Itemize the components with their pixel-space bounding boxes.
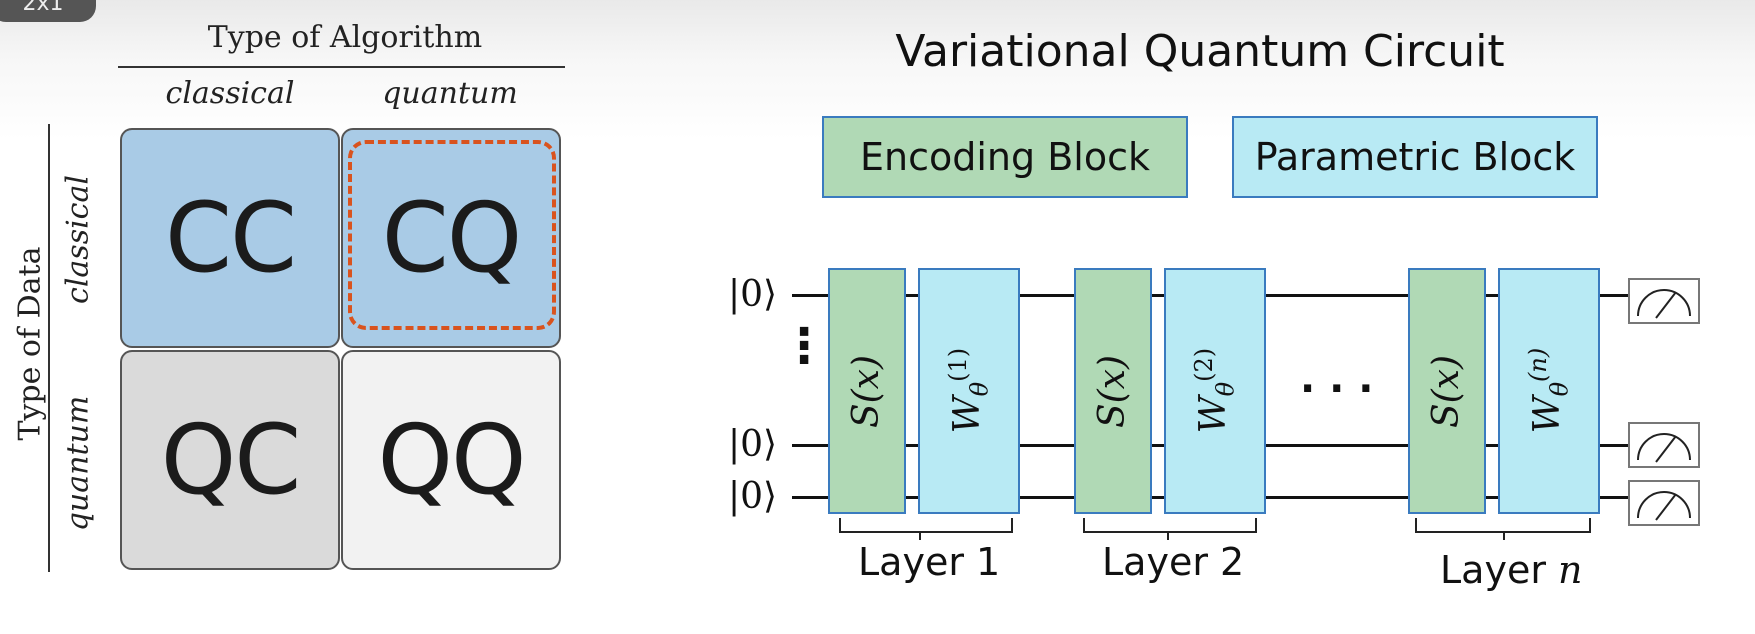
cell-qq: QQ: [341, 350, 561, 570]
cq-highlight-outline: [348, 140, 556, 330]
ket-zero-top: |0⟩: [728, 274, 778, 315]
layer-2-label: Layer 2: [1102, 540, 1245, 584]
circuit-title: Variational Quantum Circuit: [895, 26, 1505, 77]
meter-icon: [1637, 491, 1691, 521]
layer-2-brace: [1083, 518, 1257, 540]
parametric-gate-layer-n: Wθ(n): [1498, 268, 1600, 514]
cell-cc: CC: [120, 128, 340, 348]
measurement-meter-bottom: [1628, 480, 1700, 526]
encoding-gate-layer-n: S(x): [1408, 268, 1486, 514]
encoding-gate-layer-2: S(x): [1074, 268, 1152, 514]
cell-qc: QC: [120, 350, 340, 570]
encoding-gate-layer-1: S(x): [828, 268, 906, 514]
layer-n-label: Layer n: [1440, 548, 1583, 592]
layer-n-variable: n: [1558, 548, 1583, 592]
ket-zero-middle: |0⟩: [728, 424, 778, 465]
layer-n-prefix: Layer: [1440, 548, 1559, 592]
parametric-gate-layer-2: Wθ(2): [1164, 268, 1266, 514]
meter-icon: [1637, 289, 1691, 319]
col-label-classical: classical: [165, 76, 295, 111]
parametric-block-legend: Parametric Block: [1232, 116, 1598, 198]
zoom-badge: 2x1: [0, 0, 96, 22]
data-type-rule: [48, 124, 50, 572]
encoding-block-legend: Encoding Block: [822, 116, 1188, 198]
horizontal-ellipsis: · · ·: [1300, 366, 1374, 412]
layer-n-brace: [1415, 518, 1591, 540]
col-label-quantum: quantum: [382, 76, 518, 111]
algorithm-type-title: Type of Algorithm: [207, 20, 483, 55]
layer-1-brace: [839, 518, 1013, 540]
measurement-meter-top: [1628, 278, 1700, 324]
cell-cq: CQ: [341, 128, 561, 348]
layer-1-label: Layer 1: [858, 540, 1001, 584]
measurement-meter-middle: [1628, 422, 1700, 468]
ket-zero-bottom: |0⟩: [728, 476, 778, 517]
algorithm-title-rule: [118, 66, 565, 68]
meter-icon: [1637, 433, 1691, 463]
vertical-ellipsis: ⋮: [780, 318, 828, 374]
parametric-gate-layer-1: Wθ(1): [918, 268, 1020, 514]
